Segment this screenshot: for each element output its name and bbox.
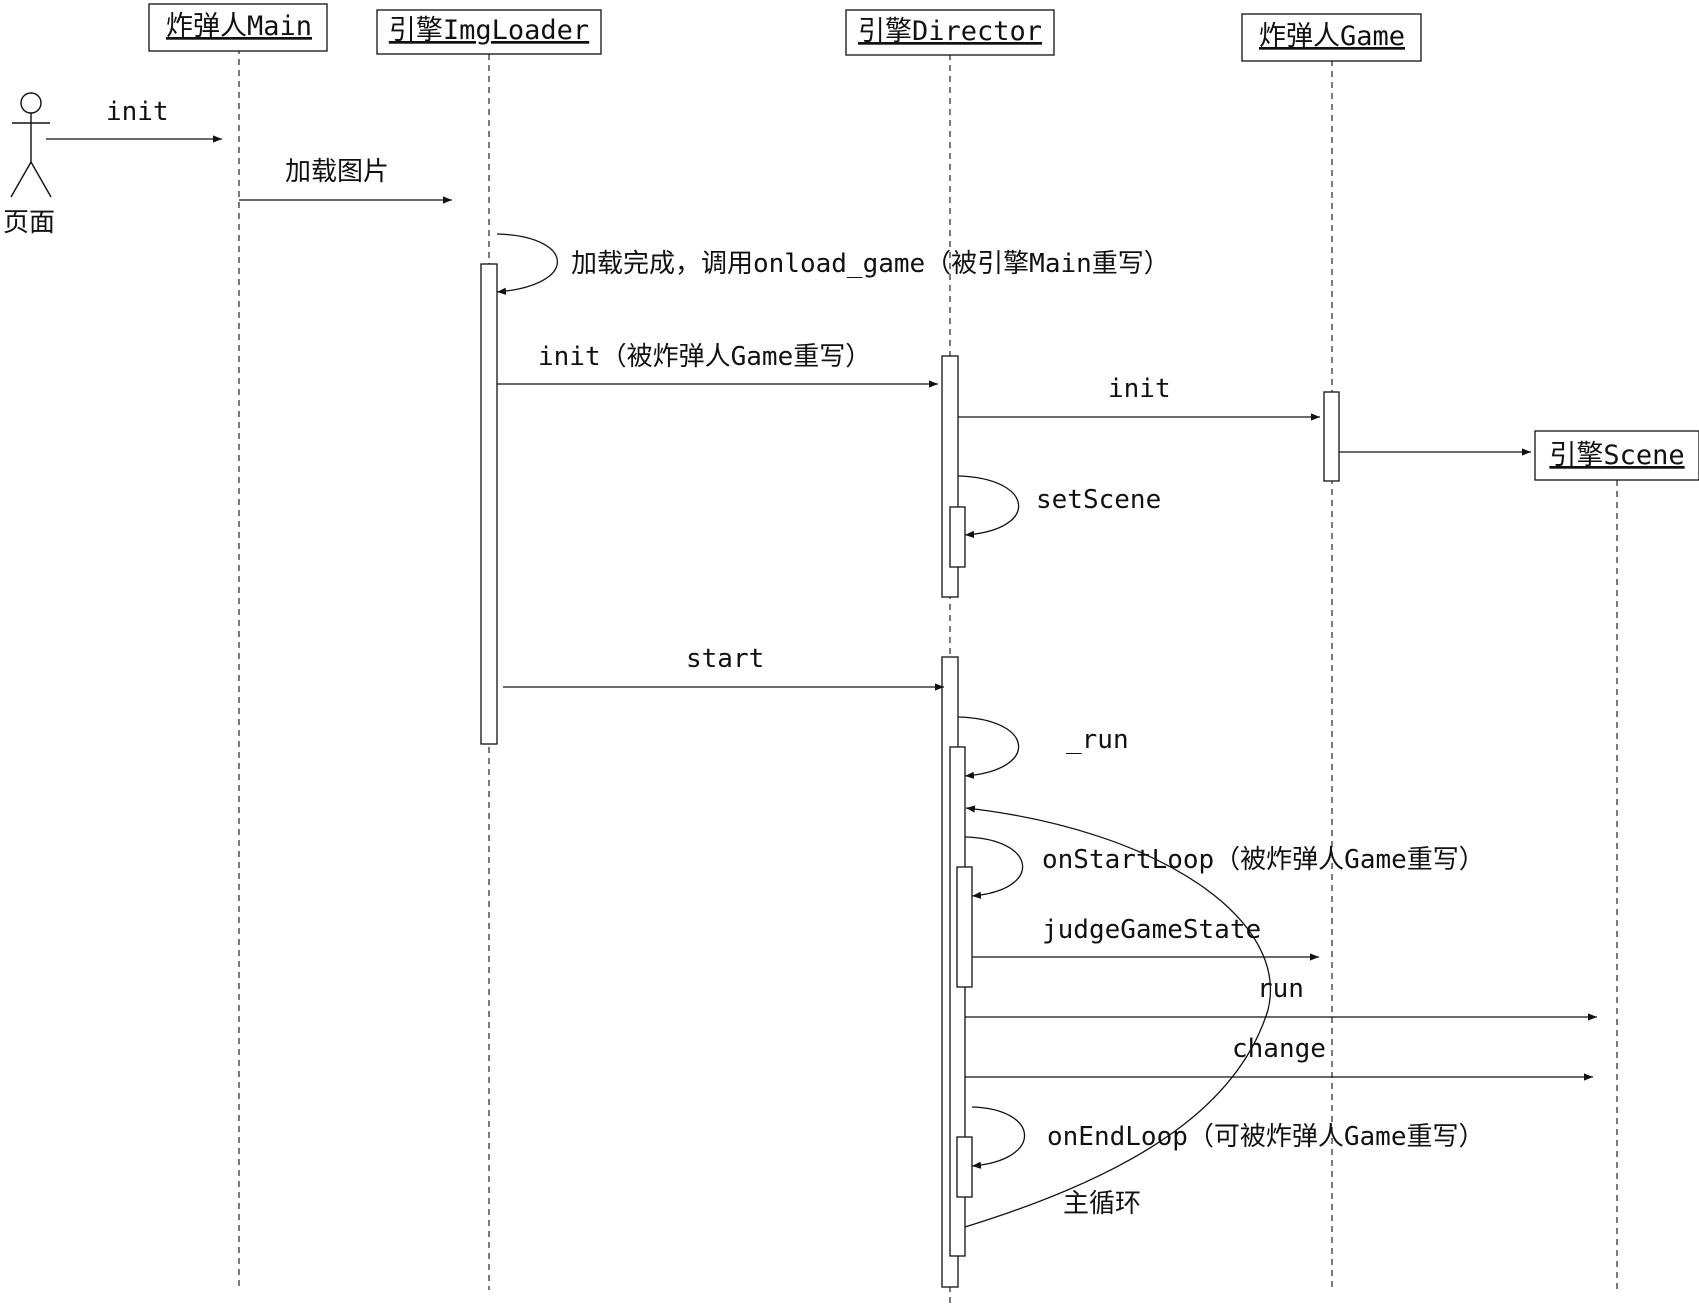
activation-game-init <box>1323 391 1340 482</box>
lifelines <box>238 48 1618 1306</box>
label-on-start-loop: onStartLoop（被炸弹人Game重写） <box>1042 845 1485 875</box>
label-run-private: _run <box>1066 725 1129 755</box>
activation-imgloader <box>480 263 498 745</box>
actor-label: 页面 <box>3 208 55 238</box>
arrow-run-private <box>957 716 1020 779</box>
label-init-main: init <box>106 97 169 127</box>
participant-game: 炸弹人Game <box>1259 21 1405 52</box>
label-judge-game-state: judgeGameState <box>1042 915 1261 945</box>
label-set-scene: setScene <box>1036 485 1161 515</box>
participant-scene: 引擎Scene <box>1549 440 1684 471</box>
activation-director-setscene <box>949 506 966 568</box>
arrow-on-end-loop <box>971 1106 1026 1169</box>
activation-director-onendloop <box>956 1136 973 1198</box>
label-on-end-loop: onEndLoop（可被炸弹人Game重写） <box>1047 1122 1485 1152</box>
label-start: start <box>686 644 764 674</box>
arrow-on-start-loop <box>964 836 1024 899</box>
participant-game-box <box>1241 13 1422 62</box>
participant-imgloader-box <box>376 9 602 55</box>
main-loop-arc <box>964 805 1271 1228</box>
arrow-load-complete <box>496 233 558 295</box>
participant-imgloader: 引擎ImgLoader <box>389 15 589 46</box>
participant-scene-box <box>1534 430 1699 481</box>
participant-director-box <box>845 9 1055 56</box>
arrow-set-scene <box>957 475 1020 538</box>
label-load-complete: 加载完成，调用onload_game（被引擎Main重写） <box>571 249 1170 279</box>
label-run: run <box>1257 974 1304 1004</box>
participant-director: 引擎Director <box>858 16 1042 47</box>
label-change: change <box>1232 1034 1326 1064</box>
label-init-game: init <box>1108 374 1171 404</box>
participant-main: 炸弹人Main <box>166 11 312 42</box>
participant-main-box <box>148 3 328 52</box>
activation-director-onstartloop <box>956 866 973 988</box>
actor-icon <box>10 92 52 198</box>
label-main-loop: 主循环 <box>1063 1189 1141 1219</box>
label-load-images: 加载图片 <box>285 157 389 187</box>
label-init-director: init（被炸弹人Game重写） <box>538 342 871 372</box>
